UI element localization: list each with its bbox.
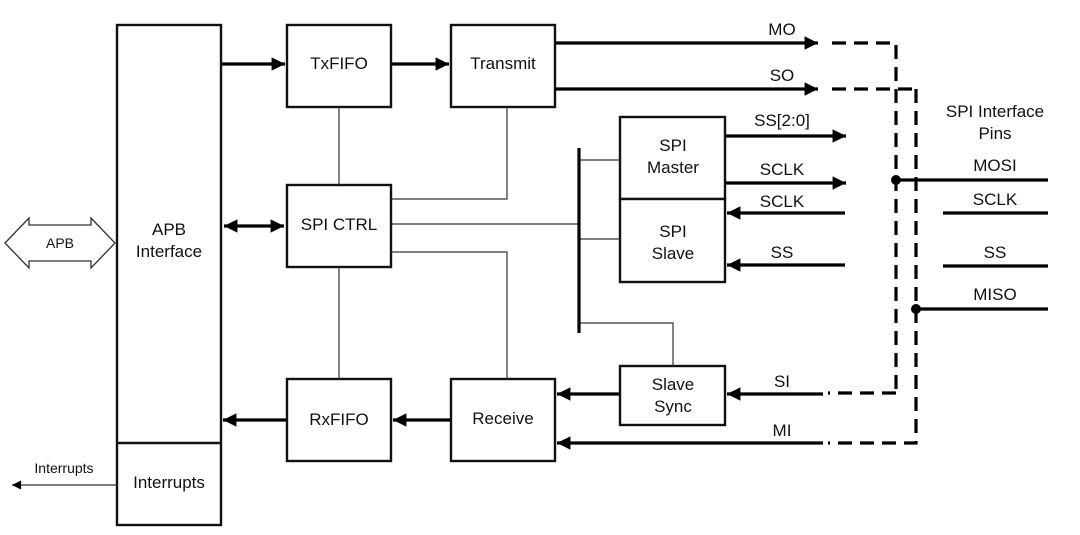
rxfifo-label: RxFIFO <box>309 410 369 429</box>
rxfifo-block: RxFIFO <box>285 377 393 463</box>
sclk-out-signal: SCLK <box>725 160 846 190</box>
apb-bus-label: APB <box>46 235 74 251</box>
sclk-pin-label: SCLK <box>973 190 1018 209</box>
interrupts-output-label: Interrupts <box>34 460 93 476</box>
apb-interface-label-line2: Interface <box>136 242 202 261</box>
apb-interface-label-line1: APB <box>152 220 186 239</box>
spi-interface-pins: SPI Interface Pins MOSI SCLK SS MISO <box>896 102 1048 311</box>
spi-master-block: SPI Master <box>618 115 727 201</box>
pins-heading-line2: Pins <box>978 124 1011 143</box>
mi-signal: MI <box>557 89 918 450</box>
apb-interface-block: APB Interface Interrupts <box>115 23 223 527</box>
so-label: SO <box>770 66 795 85</box>
slave-sync-block: Slave Sync <box>618 364 727 427</box>
receive-label: Receive <box>472 409 533 428</box>
miso-pin-label: MISO <box>973 285 1016 304</box>
spi-slave-block: SPI Slave <box>618 197 727 284</box>
so-signal: SO <box>555 66 916 96</box>
si-signal: SI <box>727 372 896 401</box>
spi-ctrl-label: SPI CTRL <box>301 215 378 234</box>
mo-label: MO <box>768 20 795 39</box>
slave-sync-label-line2: Sync <box>654 397 692 416</box>
ss-pin-label: SS <box>984 243 1007 262</box>
mi-label: MI <box>773 421 792 440</box>
interrupts-output: Interrupts <box>12 460 117 490</box>
apb-bus-arrow: APB <box>4 216 116 270</box>
mosi-pin-label: MOSI <box>973 156 1016 175</box>
spi-master-label-line2: Master <box>647 158 699 177</box>
interrupts-block-label: Interrupts <box>133 473 205 492</box>
spi-slave-label-line1: SPI <box>659 222 686 241</box>
ss-out-signal: SS[2:0] <box>725 111 846 143</box>
control-lines <box>338 107 674 379</box>
transmit-label: Transmit <box>470 54 536 73</box>
sclk-in-label: SCLK <box>760 192 805 211</box>
sclk-in-signal: SCLK <box>727 192 845 220</box>
spi-slave-label-line2: Slave <box>652 244 695 263</box>
spi-ctrl-block: SPI CTRL <box>285 183 393 269</box>
txfifo-block: TxFIFO <box>285 23 393 109</box>
ss-in-label: SS <box>771 243 794 262</box>
receive-block: Receive <box>449 377 557 463</box>
ss-in-signal: SS <box>727 243 845 272</box>
pins-heading-line1: SPI Interface <box>946 102 1044 121</box>
transmit-block: Transmit <box>449 23 557 109</box>
si-label: SI <box>774 372 790 391</box>
mo-signal: MO <box>555 20 898 393</box>
slave-sync-label-line1: Slave <box>652 375 695 394</box>
ss-out-label: SS[2:0] <box>754 111 810 130</box>
txfifo-label: TxFIFO <box>310 54 368 73</box>
sclk-out-label: SCLK <box>760 160 805 179</box>
spi-master-label-line1: SPI <box>659 136 686 155</box>
